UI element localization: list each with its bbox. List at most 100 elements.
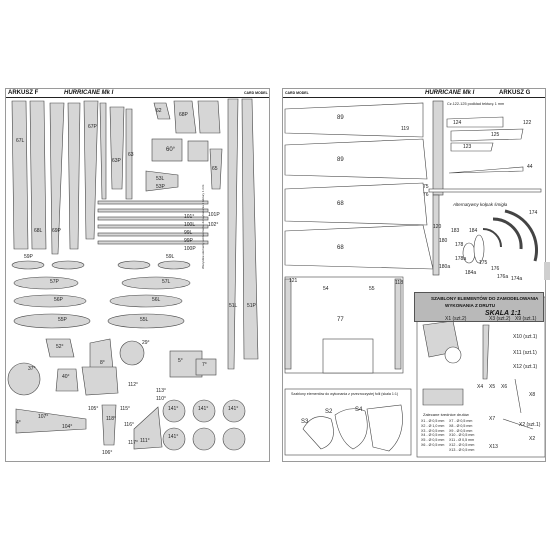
template-title-box: SZABLONY ELEMENTÓW DO ZAMODELOWANIA WYKO…	[414, 292, 544, 322]
part-label: 59L	[166, 254, 175, 260]
wire-list-item: X6 - Ø 0,5 mm	[421, 442, 445, 447]
canopy-label: 174a	[511, 276, 523, 282]
canopy-label: 178	[455, 242, 464, 248]
wire-list-item: X11 - Ø 0,5 mm	[449, 438, 475, 443]
s-label: S4	[355, 407, 363, 413]
wire-list-item: X3 - Ø 0,5 mm	[421, 428, 445, 433]
part-label: 141°	[168, 434, 179, 440]
wire-label: X1 (szt.2)	[445, 316, 467, 322]
part-label: 55P	[58, 317, 67, 323]
canopy-label: 174	[529, 210, 538, 216]
wire-label: X3 (szt.2)	[489, 316, 511, 322]
wire-label: X5	[489, 384, 496, 390]
right-parts-drawing	[284, 100, 545, 458]
s-label: S3	[301, 419, 309, 425]
part-label: 63	[128, 152, 134, 158]
wire-label: X9 (szt.1)	[515, 316, 537, 322]
wire-list-item: X10 - Ø 0,5 mm	[449, 433, 475, 438]
part-label: 118°	[106, 416, 116, 422]
wire-list-item: X1 - Ø 0,5 mm	[421, 419, 445, 423]
part-label: 101°	[184, 214, 195, 220]
canopy-label: 180a	[439, 264, 451, 270]
part-label: 141°	[168, 406, 179, 412]
part-label: 67L	[16, 138, 25, 144]
part-label: 141°	[198, 406, 209, 412]
wire-label: X11 (szt.1)	[513, 350, 537, 356]
part-label: 57L	[162, 279, 171, 285]
wire-list-col-1: X1 - Ø 0,5 mm X2 - Ø 1,0 mm X3 - Ø 0,5 m…	[421, 419, 444, 448]
part-label: 29°	[142, 340, 150, 346]
part-label: 118	[395, 280, 403, 286]
part-label: 101P	[208, 212, 220, 218]
canopy-label: 176	[491, 266, 500, 272]
part-label: 56L	[152, 297, 161, 303]
part-label: 7°	[202, 362, 207, 368]
part-label: 51L	[229, 303, 238, 309]
wire-list-item: X4 - Ø 0,5 mm	[421, 433, 445, 438]
part-label: 112°	[128, 382, 138, 388]
canopy-label: 178a	[455, 256, 467, 262]
part-label: 8°	[100, 360, 105, 366]
part-label: 141°	[228, 406, 239, 412]
wire-label: X7	[489, 416, 496, 422]
template-title-2: WYKONANIA Z DRUTU	[445, 303, 496, 308]
part-label: 113°	[156, 388, 166, 394]
part-label: 56P	[54, 297, 63, 303]
header-rule-right	[283, 97, 545, 98]
canopy-label: 184a	[465, 270, 477, 276]
part-label: 40°	[62, 374, 70, 380]
part-label: 68L	[34, 228, 43, 234]
part-label: 68P	[179, 112, 188, 118]
part-label: 102°	[208, 222, 219, 228]
part-label: 99L	[184, 230, 193, 236]
part-label: 37°	[28, 366, 36, 372]
logo-right: CARD MODEL	[285, 91, 309, 95]
canopy-title: Alternatywny kołpak śmigła	[453, 202, 508, 207]
wire-list-item: X5 - Ø 0,5 mm	[421, 438, 445, 443]
part-label: 55L	[140, 317, 149, 323]
part-label: 54	[323, 286, 329, 292]
part-label: 57P	[50, 279, 59, 285]
template-title-1: SZABLONY ELEMENTÓW DO ZAMODELOWANIA	[431, 296, 539, 301]
wire-label: X12 (szt.1)	[513, 364, 538, 370]
part-label: 65	[212, 166, 218, 172]
wire-list-item: X8 - Ø 0,5 mm	[449, 423, 473, 428]
wire-list-title: Zalecane średnice drutów	[423, 412, 469, 417]
wire-label: X13	[489, 444, 498, 450]
wire-list-item: X2 - Ø 1,0 mm	[421, 423, 445, 428]
part-label: 53L	[156, 176, 165, 182]
part-label: 59P	[24, 254, 33, 260]
part-label: 4°	[16, 420, 21, 426]
part-label: 104°	[62, 424, 73, 430]
part-label: 115°	[120, 406, 130, 412]
part-label: 110°	[156, 396, 166, 402]
part-label: 60°	[166, 147, 176, 153]
wire-list-item: X7 - Ø 0,5 mm	[449, 419, 473, 423]
part-label: 116°	[124, 422, 134, 428]
part-label: 119	[401, 126, 409, 132]
s-note: Szablony elementów do wykonania z przezr…	[291, 392, 399, 396]
part-label: 55	[369, 286, 375, 292]
canopy-label: 180	[439, 238, 448, 244]
sheet-label-left: ARKUSZ F	[8, 90, 39, 96]
wire-list-item: X13 - Ø 0,5 mm	[449, 447, 475, 452]
sheet-title-right: HURRICANE Mk I	[425, 90, 475, 96]
note-top: Cz.122-125 podkład tekturę 1 mm	[447, 102, 505, 106]
panel-label: 68	[337, 245, 344, 251]
logo-left: CARD MODEL	[244, 91, 268, 95]
wire-label: X10 (szt.1)	[513, 334, 538, 340]
part-label: 117°	[128, 440, 138, 446]
part-label: 63P	[112, 158, 121, 164]
part-label: 99P	[184, 238, 193, 244]
panel-label: 77	[337, 317, 344, 323]
wire-label: X8	[529, 392, 536, 398]
sheet-title-left: HURRICANE Mk I	[64, 90, 114, 96]
wire-list-item: X9 - Ø 0,5 mm	[449, 428, 473, 433]
part-label: 123	[463, 144, 472, 150]
part-label: 124	[453, 120, 462, 126]
s-label: S2	[325, 409, 333, 415]
template-scale: SKALA 1:1	[485, 310, 521, 317]
left-sheet: ARKUSZ F HURRICANE Mk I CARD MODEL	[5, 88, 270, 462]
part-label: 120	[433, 224, 442, 230]
part-label: 125	[491, 132, 500, 138]
